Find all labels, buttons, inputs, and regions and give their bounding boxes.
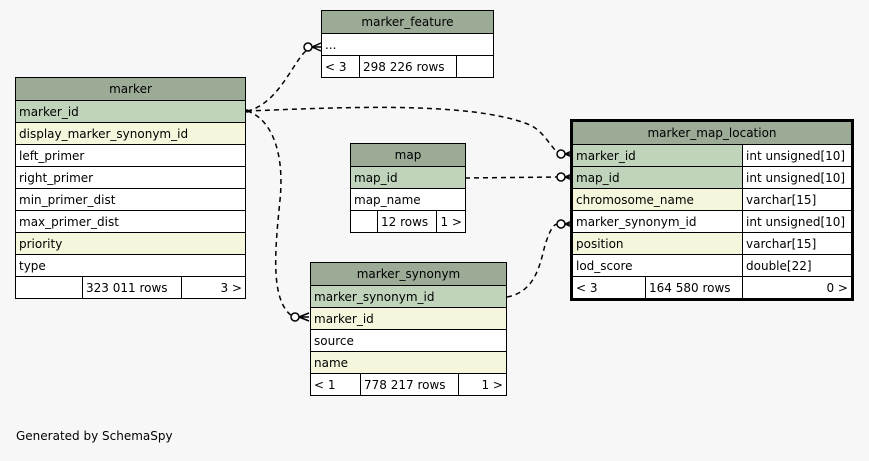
column-row: source [311, 329, 506, 351]
column-name: display_marker_synonym_id [19, 126, 189, 141]
column-name: position [576, 236, 624, 251]
column-type: varchar[15] [742, 233, 851, 254]
column-name: marker_synonym_id [314, 289, 435, 304]
link-synonym-to-location-synonym-id [506, 223, 558, 298]
column-name: priority [19, 236, 63, 251]
column-name: type [19, 258, 46, 273]
parents-count[interactable]: < 1 [314, 377, 336, 392]
link-marker-to-marker-feature [246, 45, 319, 112]
column-name: map_id [354, 170, 398, 185]
table-title: map [394, 148, 422, 162]
table-marker-feature[interactable]: marker_feature ... < 3 298 226 rows [321, 10, 494, 78]
table-title: marker_synonym [356, 267, 461, 281]
table-marker-map-location[interactable]: marker_map_location marker_id int unsign… [570, 119, 854, 301]
table-footer: 12 rows 1 > [351, 210, 465, 232]
parents-count[interactable] [351, 211, 377, 232]
column-row: marker_id int unsigned[10] [573, 144, 851, 166]
children-count[interactable]: 0 > [742, 277, 851, 298]
parents-count[interactable] [16, 277, 82, 298]
table-header: marker [16, 78, 245, 100]
column-name: name [314, 355, 349, 370]
column-row: marker_synonym_id [311, 285, 506, 307]
table-header: marker_synonym [311, 263, 506, 285]
table-title: marker_feature [361, 15, 454, 29]
table-footer: 323 011 rows 3 > [16, 276, 245, 298]
table-footer: < 3 298 226 rows [322, 55, 493, 77]
link-end-location-marker-id [556, 149, 566, 159]
column-row: display_marker_synonym_id [16, 122, 245, 144]
column-name: marker_synonym_id [576, 214, 697, 229]
column-name: map_id [576, 170, 620, 185]
link-end-location-map-id [556, 172, 566, 182]
column-type: varchar[15] [742, 189, 851, 210]
column-type: double[22] [742, 255, 851, 276]
column-name: ... [325, 37, 337, 52]
column-row: left_primer [16, 144, 245, 166]
table-footer: < 1 778 217 rows 1 > [311, 373, 506, 395]
column-row: type [16, 254, 245, 276]
column-name: marker_id [576, 148, 636, 163]
column-row: priority [16, 232, 245, 254]
column-row: map_name [351, 188, 465, 210]
row-count: 298 226 rows [359, 56, 456, 77]
row-count: 323 011 rows [82, 277, 181, 298]
table-marker-synonym[interactable]: marker_synonym marker_synonym_id marker_… [310, 262, 507, 396]
column-row: lod_score double[22] [573, 254, 851, 276]
column-name: source [314, 333, 354, 348]
column-row: marker_synonym_id int unsigned[10] [573, 210, 851, 232]
column-row: chromosome_name varchar[15] [573, 188, 851, 210]
column-name: marker_id [19, 104, 79, 119]
link-end-synonym-marker-id [290, 312, 300, 322]
link-map-to-location-map-id [464, 176, 558, 179]
column-name: map_name [354, 192, 421, 207]
link-end-location-synonym-id [556, 219, 566, 229]
table-map[interactable]: map map_id map_name 12 rows 1 > [350, 143, 466, 233]
column-row: map_id int unsigned[10] [573, 166, 851, 188]
generated-by-label: Generated by SchemaSpy [16, 429, 173, 443]
column-name: chromosome_name [576, 192, 694, 207]
table-marker[interactable]: marker marker_id display_marker_synonym_… [15, 77, 246, 299]
link-marker-to-location-marker-id [246, 106, 561, 155]
column-row: position varchar[15] [573, 232, 851, 254]
column-name: min_primer_dist [19, 192, 116, 207]
table-header: map [351, 144, 465, 166]
column-row: name [311, 351, 506, 373]
parents-count[interactable]: < 3 [576, 280, 598, 295]
table-header: marker_feature [322, 11, 493, 33]
children-count[interactable]: 3 > [181, 277, 245, 298]
table-title: marker [109, 82, 152, 96]
table-title: marker_map_location [647, 126, 777, 140]
column-name: right_primer [19, 170, 94, 185]
row-count: 164 580 rows [645, 277, 742, 298]
column-row: ... [322, 33, 493, 55]
children-count[interactable] [456, 56, 493, 77]
column-row: right_primer [16, 166, 245, 188]
column-name: left_primer [19, 148, 85, 163]
column-row: marker_id [311, 307, 506, 329]
column-row: marker_id [16, 100, 245, 122]
column-type: int unsigned[10] [742, 167, 851, 188]
row-count: 778 217 rows [360, 374, 458, 395]
children-count[interactable]: 1 > [436, 211, 465, 232]
table-footer: < 3 164 580 rows 0 > [573, 276, 851, 298]
column-name: max_primer_dist [19, 214, 119, 229]
column-type: int unsigned[10] [742, 211, 851, 232]
link-end-marker-feature [303, 42, 313, 52]
parents-count[interactable]: < 3 [325, 59, 347, 74]
children-count[interactable]: 1 > [458, 374, 506, 395]
column-row: min_primer_dist [16, 188, 245, 210]
column-type: int unsigned[10] [742, 145, 851, 166]
column-name: marker_id [314, 311, 374, 326]
column-row: max_primer_dist [16, 210, 245, 232]
table-header: marker_map_location [573, 122, 851, 144]
link-marker-to-synonym-marker-id [246, 110, 293, 317]
row-count: 12 rows [377, 211, 436, 232]
column-row: map_id [351, 166, 465, 188]
column-name: lod_score [576, 258, 633, 273]
